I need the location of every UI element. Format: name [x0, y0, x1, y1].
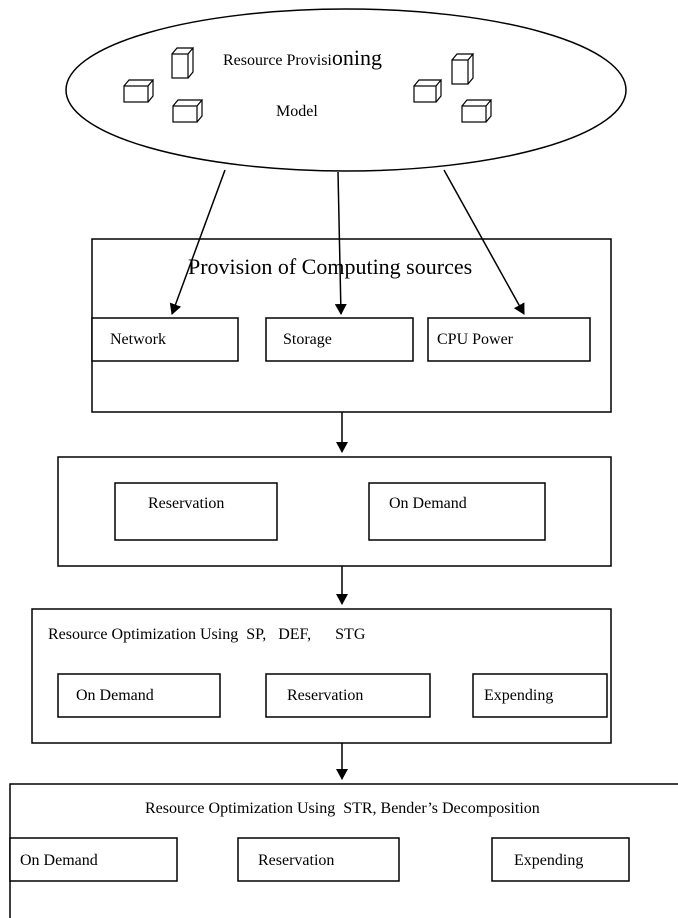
- opt2-expending-label: Expending: [514, 852, 584, 869]
- opt1-on-demand-box: [57, 673, 221, 718]
- opt2-reservation-label: Reservation: [258, 852, 335, 869]
- opt2-on-demand-label: On Demand: [20, 852, 98, 869]
- opt2-on-demand-box: [9, 837, 178, 882]
- on-demand-label: On Demand: [389, 495, 467, 512]
- model-title-part-b: oning: [331, 45, 382, 70]
- server-cube-icon: [172, 99, 204, 123]
- model-title-line2: Model: [276, 103, 318, 120]
- server-cube-icon: [413, 79, 443, 103]
- plan-box: [57, 456, 612, 567]
- arrow-to-storage: [334, 171, 347, 315]
- storage-label: Storage: [283, 331, 332, 348]
- server-cube-icon: [123, 79, 155, 103]
- optimization-title-2: Resource Optimization Using STR, Bender’…: [145, 800, 540, 817]
- network-label: Network: [110, 331, 166, 348]
- optimization-box-1: [31, 608, 612, 744]
- reservation-label: Reservation: [148, 495, 225, 512]
- arrow-to-cpu: [443, 169, 525, 315]
- storage-box: [265, 317, 414, 362]
- opt2-expending-box: [491, 837, 630, 882]
- model-title-line1: Resource Provisioning: [223, 47, 382, 69]
- opt1-expending-box: [472, 673, 608, 718]
- on-demand-box: [368, 482, 546, 541]
- network-box: [91, 317, 239, 362]
- optimization-title-1: Resource Optimization Using SP, DEF, STG: [48, 626, 366, 643]
- opt1-reservation-label: Reservation: [287, 687, 364, 704]
- arrow-to-network: [169, 169, 226, 315]
- server-cube-icon: [171, 47, 195, 79]
- opt1-expending-label: Expending: [484, 687, 554, 704]
- opt2-reservation-box: [237, 837, 400, 882]
- model-title-part-a: Resource Provisi: [223, 52, 332, 69]
- cpu-power-label: CPU Power: [437, 331, 514, 348]
- model-ellipse: [65, 8, 627, 172]
- cpu-power-box: [427, 317, 591, 362]
- server-cube-icon: [451, 53, 475, 85]
- opt1-reservation-box: [265, 673, 431, 718]
- server-cube-icon: [461, 99, 493, 123]
- reservation-box: [114, 482, 278, 541]
- provision-title: Provision of Computing sources: [188, 254, 473, 279]
- opt1-on-demand-label: On Demand: [76, 687, 154, 704]
